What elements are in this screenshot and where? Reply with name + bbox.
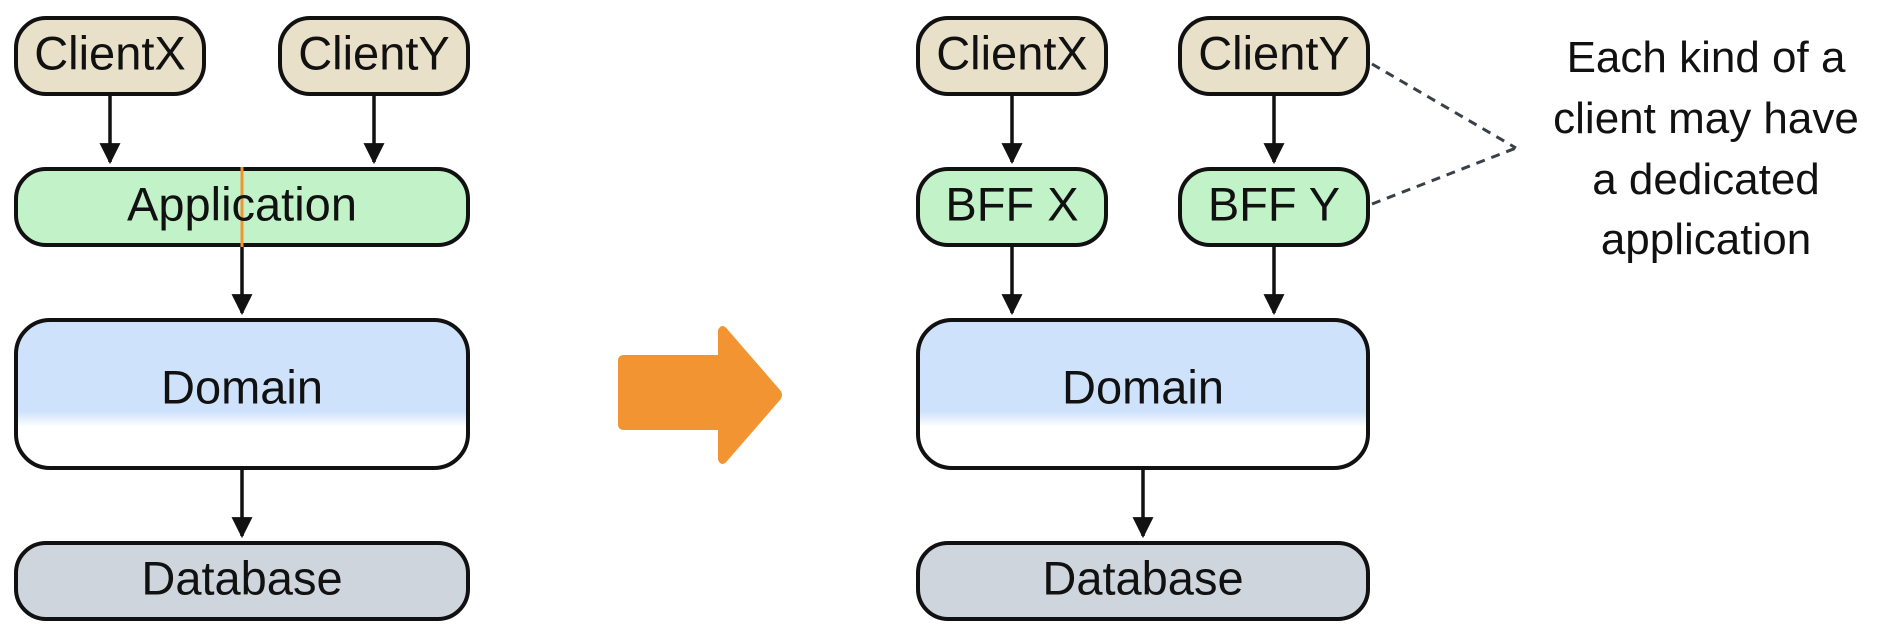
callout-note-line-3: a dedicated xyxy=(1592,155,1820,204)
callout-note-line-1: Each kind of a xyxy=(1567,33,1846,82)
right-client-x-label: ClientX xyxy=(936,26,1088,79)
left-client-x-node: ClientX xyxy=(14,16,206,96)
left-client-y-node: ClientY xyxy=(278,16,470,96)
left-application-node: Application xyxy=(14,167,470,247)
callout-note-line-4: application xyxy=(1601,215,1811,264)
left-database-label: Database xyxy=(141,551,342,604)
right-domain-node: Domain xyxy=(916,318,1370,470)
bff-y-node: BFF Y xyxy=(1178,167,1370,247)
callout-line-client-y xyxy=(1371,62,1517,150)
right-diagram: ClientX ClientY BFF X BFF Y Domain xyxy=(916,16,1859,621)
bff-y-label: BFF Y xyxy=(1208,177,1340,230)
callout-note: Each kind of a client may have a dedicat… xyxy=(1553,33,1859,264)
right-client-x-node: ClientX xyxy=(916,16,1108,96)
right-domain-label: Domain xyxy=(1062,360,1224,413)
left-client-x-label: ClientX xyxy=(34,26,186,79)
left-database-node: Database xyxy=(14,541,470,621)
left-domain-node: Domain xyxy=(14,318,470,470)
right-client-y-label: ClientY xyxy=(1198,26,1350,79)
left-application-label: Application xyxy=(127,177,357,230)
right-database-label: Database xyxy=(1042,551,1243,604)
callout-note-line-2: client may have xyxy=(1553,94,1859,143)
bff-x-label: BFF X xyxy=(945,177,1078,230)
bff-x-node: BFF X xyxy=(916,167,1108,247)
transition-arrow xyxy=(618,326,782,464)
left-domain-label: Domain xyxy=(161,360,323,413)
right-database-node: Database xyxy=(916,541,1370,621)
callout-line-bff-y xyxy=(1371,146,1517,206)
left-client-y-label: ClientY xyxy=(298,26,450,79)
right-client-y-node: ClientY xyxy=(1178,16,1370,96)
left-diagram: ClientX ClientY Application Domain Datab… xyxy=(14,16,470,621)
